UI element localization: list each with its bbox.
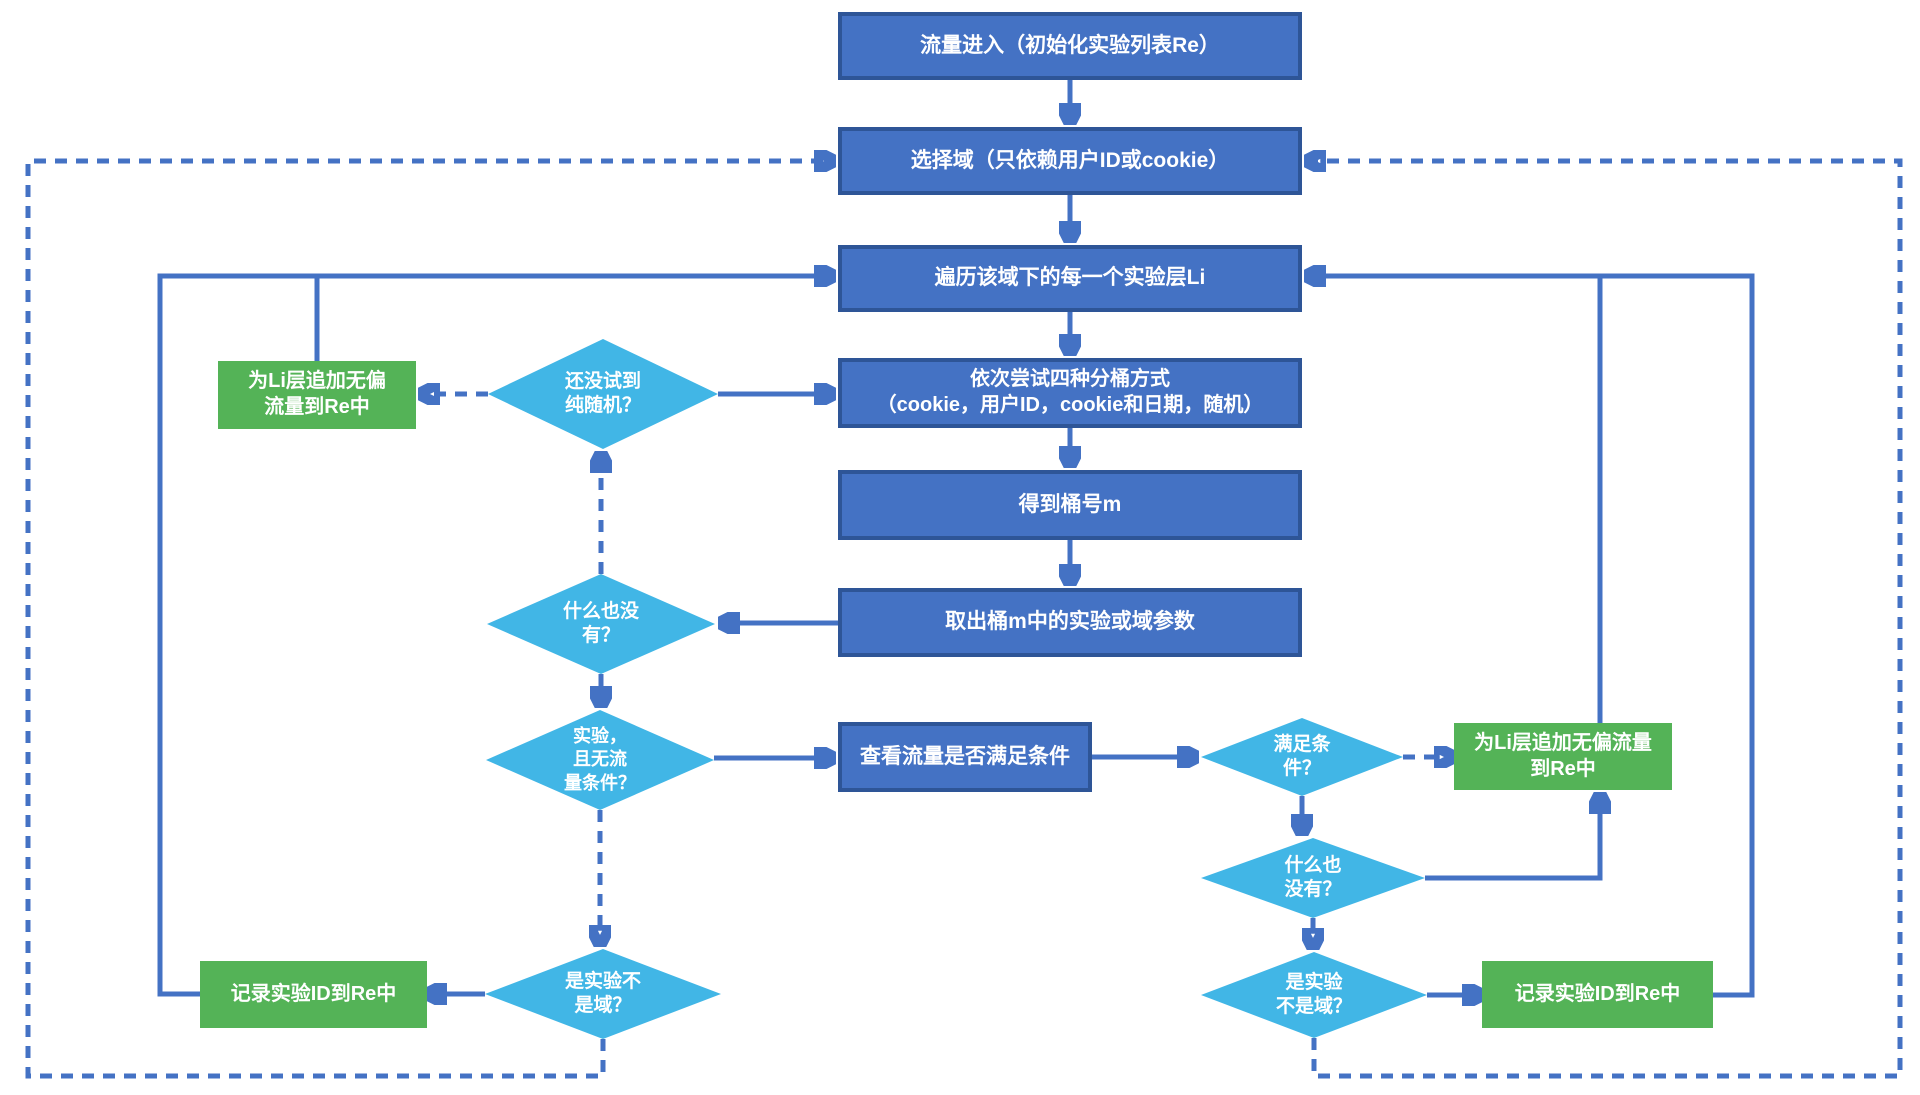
node-select-domain: 选择域（只依赖用户ID或cookie） bbox=[838, 127, 1302, 195]
node-try-bucketing: 依次尝试四种分桶方式 （cookie，用户ID，cookie和日期，随机） bbox=[838, 358, 1302, 428]
node-get-bucket: 得到桶号m bbox=[838, 470, 1302, 540]
node-fetch-bucket-params: 取出桶m中的实验或域参数 bbox=[838, 588, 1302, 657]
edge-record-left-loop-to-iterate bbox=[157, 276, 834, 997]
node-append-unbiased-left: 为Li层追加无偏 流量到Re中 bbox=[218, 361, 416, 429]
node-append-unbiased-right: 为Li层追加无偏流量 到Re中 bbox=[1454, 723, 1672, 790]
edge-is-experiment-right-to-select-domain bbox=[1306, 161, 1903, 1079]
node-iterate-layers: 遍历该域下的每一个实验层Li bbox=[838, 245, 1302, 312]
edge-is-experiment-left-to-select-domain bbox=[25, 161, 834, 1079]
node-record-exp-id-left: 记录实验ID到Re中 bbox=[200, 961, 427, 1028]
edge-nothing-right-to-append-unbiased-right bbox=[1425, 794, 1600, 881]
edge-record-right-loop-to-iterate bbox=[1306, 276, 1755, 998]
node-check-traffic: 查看流量是否满足条件 bbox=[838, 722, 1092, 792]
node-record-exp-id-right: 记录实验ID到Re中 bbox=[1482, 961, 1713, 1028]
node-start: 流量进入（初始化实验列表Re） bbox=[838, 12, 1302, 80]
